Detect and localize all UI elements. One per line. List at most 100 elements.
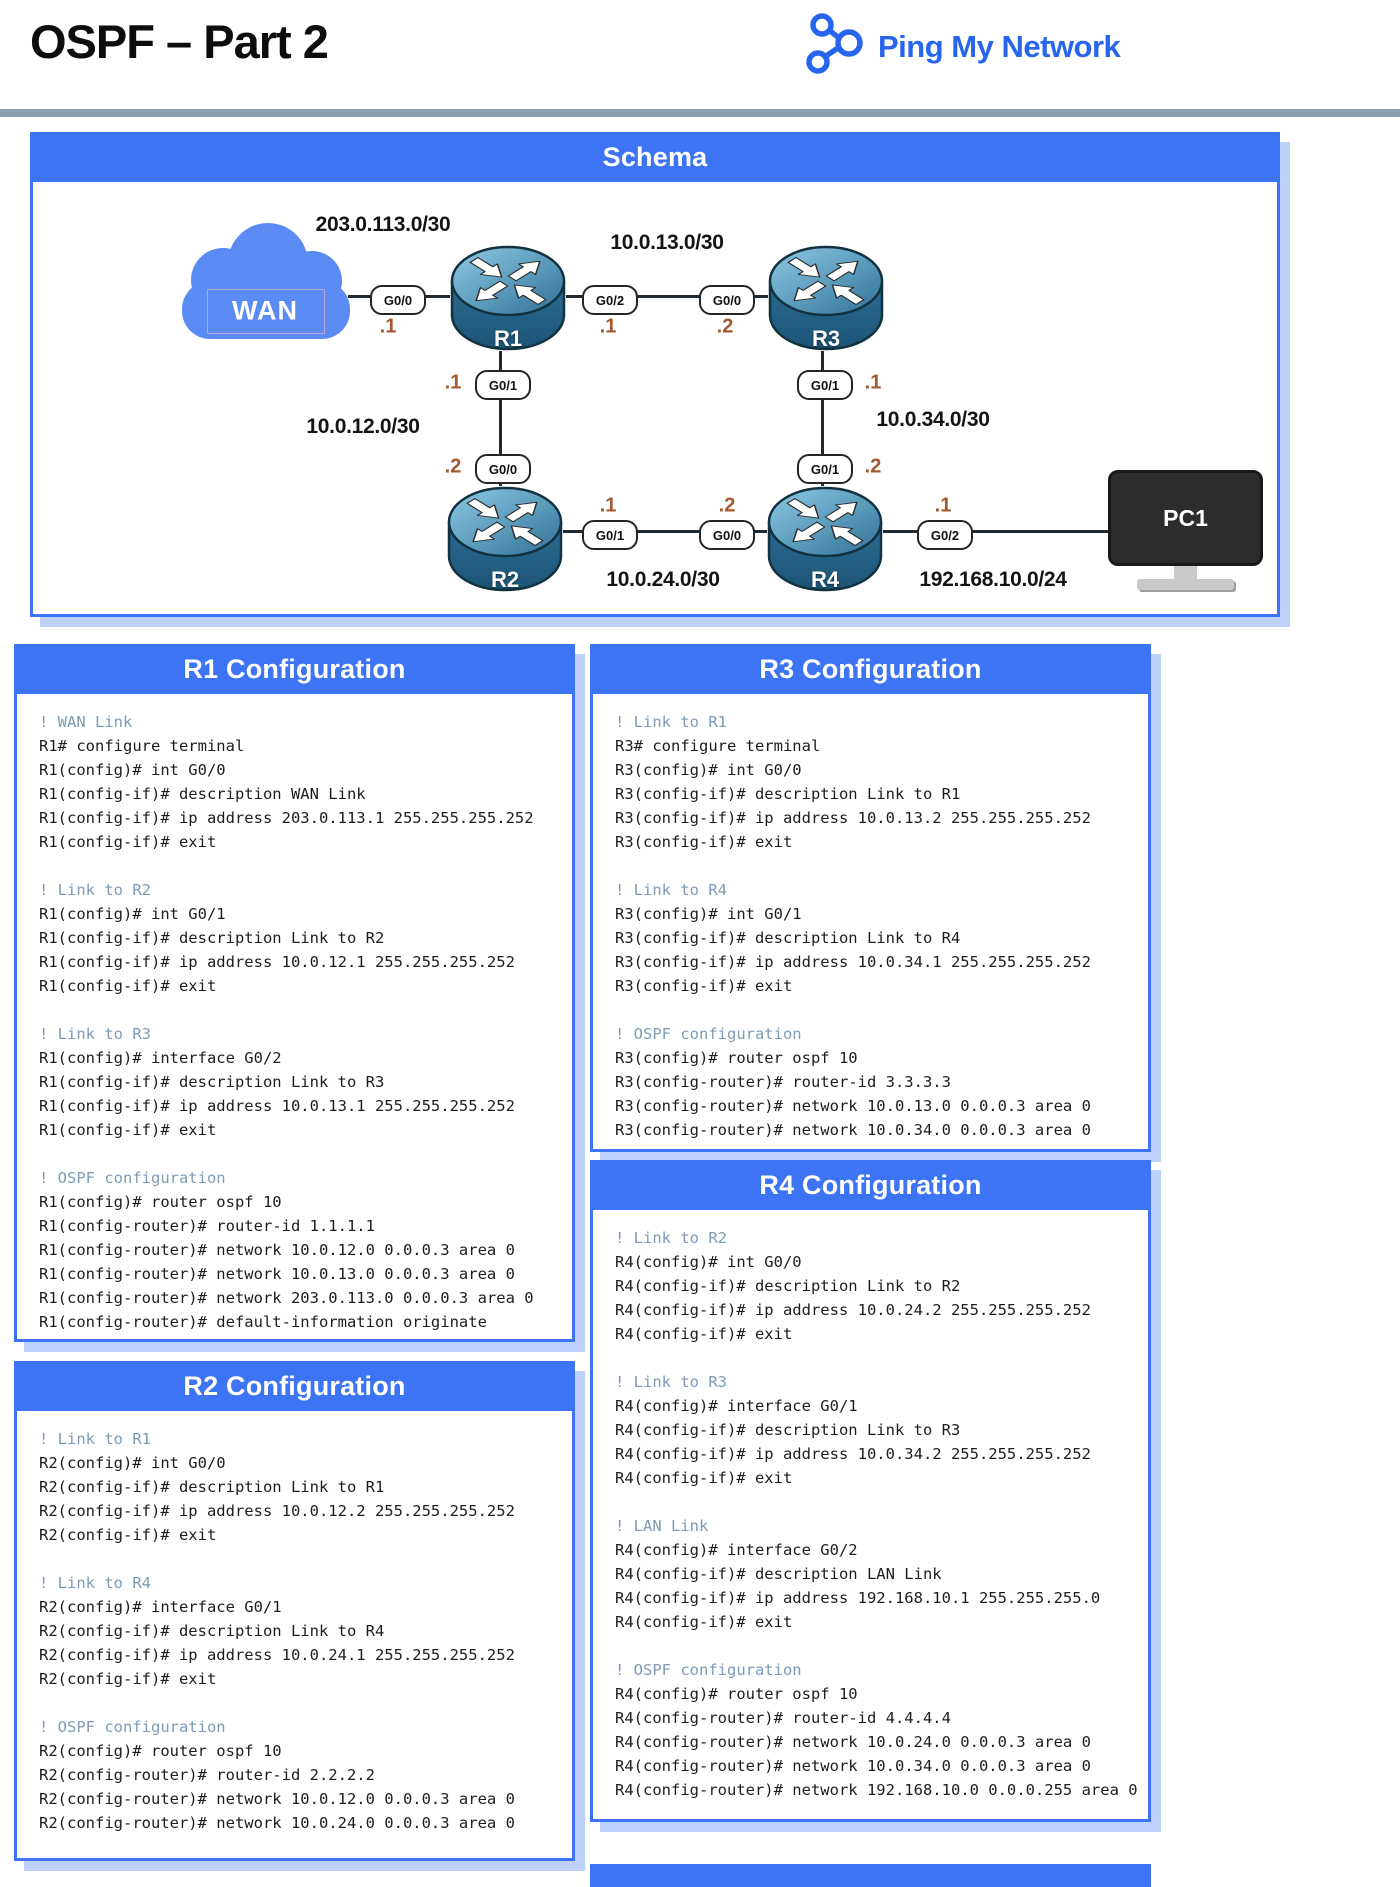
config-panel-r1-title: R1 Configuration	[183, 653, 406, 684]
config-comment-line: ! OSPF configuration	[615, 1661, 802, 1679]
link-r1-r3	[566, 295, 768, 298]
router-r3: R3	[766, 243, 886, 353]
interface-pill-r2-g01: G0/1	[582, 520, 638, 550]
router-r3-label: R3	[811, 326, 841, 351]
next-section-header-cutoff	[590, 1864, 1151, 1887]
ip-octet-label: .2	[718, 494, 736, 517]
interface-pill-r2-g00: G0/0	[475, 454, 531, 484]
link-r3-r4	[821, 351, 824, 486]
config-command-line: R1(config-router)# default-information o…	[39, 1313, 487, 1331]
config-command-line: R1(config-if)# exit	[39, 833, 217, 851]
config-panel-r4-title: R4 Configuration	[759, 1169, 982, 1200]
config-command-line: R4(config)# int G0/0	[615, 1253, 802, 1271]
config-comment-line: ! Link to R1	[615, 713, 727, 731]
config-command-line: R1(config-if)# ip address 10.0.12.1 255.…	[39, 953, 515, 971]
interface-pill-r3-g01: G0/1	[797, 370, 853, 400]
config-command-line: R4(config-router)# network 10.0.24.0 0.0…	[615, 1733, 1091, 1751]
config-command-line: R1(config-router)# router-id 1.1.1.1	[39, 1217, 375, 1235]
blank-line	[615, 1490, 1148, 1514]
config-command-line: R1(config-if)# description Link to R2	[39, 929, 385, 947]
config-command-line: R1(config)# interface G0/2	[39, 1049, 282, 1067]
blank-line	[39, 1142, 572, 1166]
config-command-line: R3(config-if)# description Link to R1	[615, 785, 961, 803]
pc1-stand-base	[1137, 579, 1234, 590]
router-r1: R1	[448, 243, 568, 353]
brand-name: Ping My Network	[878, 28, 1121, 64]
network-label-lan: 192.168.10.0/24	[919, 568, 1067, 591]
config-command-line: R4(config-if)# exit	[615, 1325, 793, 1343]
link-r2-r4	[563, 530, 767, 533]
network-label-r1r2: 10.0.12.0/30	[306, 415, 420, 438]
config-command-line: R2(config-if)# exit	[39, 1670, 217, 1688]
config-comment-line: ! Link to R3	[39, 1025, 151, 1043]
config-comment-line: ! OSPF configuration	[39, 1718, 226, 1736]
wan-label: WAN	[232, 295, 298, 326]
config-panel-r2-header: R2 Configuration	[14, 1361, 575, 1411]
config-command-line: R2(config)# interface G0/1	[39, 1598, 282, 1616]
config-command-line: R3(config-if)# ip address 10.0.34.1 255.…	[615, 953, 1091, 971]
config-command-line: R2(config-if)# description Link to R1	[39, 1478, 385, 1496]
config-command-line: R2(config-if)# ip address 10.0.24.1 255.…	[39, 1646, 515, 1664]
config-command-line: R3(config-if)# exit	[615, 977, 793, 995]
config-command-line: R4(config-if)# exit	[615, 1469, 793, 1487]
blank-line	[615, 854, 1148, 878]
interface-pill-r1-g01: G0/1	[475, 370, 531, 400]
config-command-line: R2(config-router)# network 10.0.12.0 0.0…	[39, 1790, 515, 1808]
config-command-line: R2(config-if)# description Link to R4	[39, 1622, 385, 1640]
config-command-line: R1(config)# router ospf 10	[39, 1193, 282, 1211]
config-command-line: R2(config-if)# ip address 10.0.12.2 255.…	[39, 1502, 515, 1520]
config-comment-line: ! WAN Link	[39, 713, 133, 731]
config-command-line: R3(config)# int G0/1	[615, 905, 802, 923]
network-label-wan: 203.0.113.0/30	[315, 213, 451, 236]
blank-line	[615, 998, 1148, 1022]
interface-pill-r4-g02: G0/2	[917, 520, 973, 550]
schema-panel-header: Schema	[30, 132, 1280, 182]
config-command-line: R1# configure terminal	[39, 737, 245, 755]
link-r4-pc1	[883, 530, 1110, 533]
page-title: OSPF – Part 2	[30, 15, 329, 68]
ip-octet-label: .1	[934, 494, 952, 517]
blank-line	[39, 854, 572, 878]
config-command-line: R4(config-router)# router-id 4.4.4.4	[615, 1709, 951, 1727]
pc1-monitor: PC1	[1108, 470, 1263, 566]
config-command-line: R1(config)# int G0/1	[39, 905, 226, 923]
pc1-label: PC1	[1163, 504, 1208, 531]
config-comment-line: ! OSPF configuration	[39, 1169, 226, 1187]
config-command-line: R1(config-if)# description Link to R3	[39, 1073, 385, 1091]
config-command-line: R3(config-router)# network 10.0.13.0 0.0…	[615, 1097, 1091, 1115]
config-command-line: R2(config-router)# router-id 2.2.2.2	[39, 1766, 375, 1784]
config-command-line: R1(config-if)# exit	[39, 977, 217, 995]
config-command-line: R4(config-router)# network 10.0.34.0 0.0…	[615, 1757, 1091, 1775]
config-command-line: R3(config-if)# ip address 10.0.13.2 255.…	[615, 809, 1091, 827]
config-command-line: R3(config-router)# network 10.0.34.0 0.0…	[615, 1121, 1091, 1139]
ip-octet-label: .1	[599, 315, 617, 338]
config-command-line: R1(config-if)# exit	[39, 1121, 217, 1139]
router-r1-label: R1	[493, 326, 523, 351]
interface-pill-r1-g02: G0/2	[582, 285, 638, 315]
config-command-line: R3(config)# int G0/0	[615, 761, 802, 779]
ip-octet-label: .2	[716, 315, 734, 338]
config-command-line: R4(config-if)# ip address 192.168.10.1 2…	[615, 1589, 1101, 1607]
config-command-line: R1(config-router)# network 10.0.12.0 0.0…	[39, 1241, 515, 1259]
config-panel-r1-header: R1 Configuration	[14, 644, 575, 694]
ip-octet-label: .1	[599, 494, 617, 517]
config-panel-r2-title: R2 Configuration	[183, 1370, 406, 1401]
config-comment-line: ! Link to R4	[39, 1574, 151, 1592]
schema-canvas: WAN R1 R3 R2 R4 PC1 G0/0 G0/2 G0/0 G0/1	[33, 185, 1277, 614]
network-label-r1r3: 10.0.13.0/30	[610, 231, 724, 254]
network-label-r2r4: 10.0.24.0/30	[606, 568, 720, 591]
interface-pill-r1-g00: G0/0	[370, 285, 426, 315]
config-command-line: R1(config-router)# network 203.0.113.0 0…	[39, 1289, 534, 1307]
pc1-stand-neck	[1174, 566, 1197, 580]
blank-line	[615, 1634, 1148, 1658]
config-command-line: R4(config-if)# description Link to R3	[615, 1421, 961, 1439]
config-command-line: R3(config-if)# description Link to R4	[615, 929, 961, 947]
config-command-line: R2(config-if)# exit	[39, 1526, 217, 1544]
header-divider	[0, 109, 1400, 117]
config-command-line: R2(config-router)# network 10.0.24.0 0.0…	[39, 1814, 515, 1832]
config-command-line: R1(config-if)# description WAN Link	[39, 785, 366, 803]
router-r4: R4	[765, 484, 885, 594]
